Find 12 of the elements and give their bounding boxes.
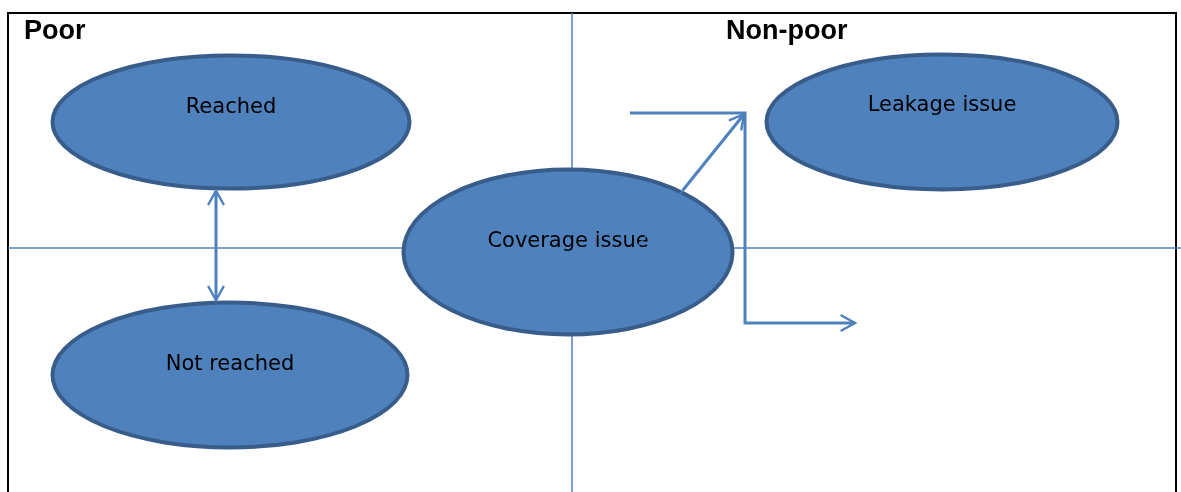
ellipse-node	[50, 300, 410, 450]
ellipse-node	[50, 53, 412, 191]
node-label: Coverage issue	[487, 228, 649, 252]
quadrant-title: Non-poor	[726, 15, 848, 46]
node-label: Reached	[185, 94, 277, 118]
ellipse-node	[764, 52, 1120, 192]
quadrant-title: Poor	[24, 15, 86, 46]
arrow	[207, 189, 225, 302]
node-label: Not reached	[165, 351, 295, 375]
arrow	[681, 113, 746, 192]
node-label: Leakage issue	[867, 92, 1017, 116]
ellipse-node	[401, 167, 735, 337]
